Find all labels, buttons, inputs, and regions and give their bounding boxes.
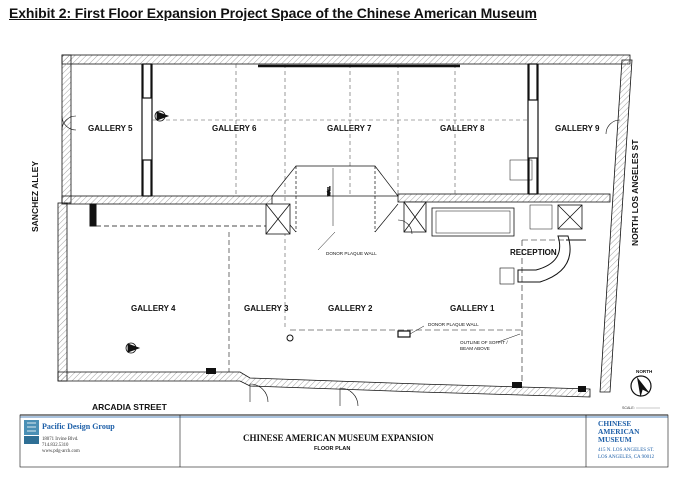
central-corridor: WALL [271, 165, 399, 233]
exterior-walls [57, 54, 633, 398]
client-name-line3: MUSEUM [598, 435, 632, 444]
gallery-4-label: GALLERY 4 [131, 304, 176, 313]
upper-partitions [141, 63, 539, 330]
north-label: NORTH [636, 369, 653, 374]
client-name-line1: CHINESE [598, 419, 631, 428]
scale-label: SCALE: [622, 406, 635, 410]
donor-plaque-note-lower: DONOR PLAQUE WALL [428, 322, 479, 327]
gallery-8-label: GALLERY 8 [440, 124, 485, 133]
sheet-title: FLOOR PLAN [314, 446, 350, 452]
lower-partitions [89, 203, 566, 384]
street-labels: SANCHEZ ALLEY ARCADIA STREET NORTH LOS A… [30, 139, 640, 412]
annotations: DONOR PLAQUE WALL DONOR PLAQUE WALL OUTL… [317, 231, 521, 351]
exhibit-title: Exhibit 2: First Floor Expansion Project… [9, 5, 537, 21]
gallery-5-label: GALLERY 5 [88, 124, 133, 133]
door-swings [61, 115, 621, 407]
arcadia-street-label: ARCADIA STREET [92, 402, 168, 412]
firm-phone: 714.832.5310 [42, 443, 69, 448]
project-title: CHINESE AMERICAN MUSEUM EXPANSION [243, 433, 434, 443]
reception-desk [499, 235, 586, 285]
donor-plaque-note-upper: DONOR PLAQUE WALL [326, 251, 377, 256]
firm-name: Pacific Design Group [42, 422, 115, 431]
soffit-note-line2: BEAM ABOVE [460, 346, 490, 351]
sanchez-alley-label: SANCHEZ ALLEY [30, 161, 40, 232]
gallery-7-label: GALLERY 7 [327, 124, 372, 133]
gallery-9-label: GALLERY 9 [555, 124, 600, 133]
section-markers [125, 110, 170, 354]
soffit-note-line1: OUTLINE OF SOFFIT / [460, 340, 508, 345]
columns [206, 334, 586, 392]
svg-text:WALL: WALL [327, 186, 331, 196]
firm-address: 18071 Irvine Blvd. [42, 437, 78, 442]
shafts [265, 159, 583, 237]
client-name-line2: AMERICAN [598, 427, 640, 436]
client-address-line1: 415 N. LOS ANGELES ST. [598, 448, 654, 453]
gallery-1-label: GALLERY 1 [450, 304, 495, 313]
firm-web: www.pdg-arch.com [42, 449, 80, 454]
gallery-3-label: GALLERY 3 [244, 304, 289, 313]
reception-label: RECEPTION [510, 248, 557, 257]
gallery-labels: GALLERY 5 GALLERY 6 GALLERY 7 GALLERY 8 … [88, 124, 600, 313]
client-address-line2: LOS ANGELES, CA 90012 [598, 455, 655, 460]
north-arrow: NORTH [630, 369, 653, 398]
title-block: Pacific Design Group 18071 Irvine Blvd. … [19, 414, 669, 468]
gallery-2-label: GALLERY 2 [328, 304, 373, 313]
gallery-6-label: GALLERY 6 [212, 124, 257, 133]
pdg-logo [24, 420, 39, 444]
north-los-angeles-st-label: NORTH LOS ANGELES ST [630, 139, 640, 246]
